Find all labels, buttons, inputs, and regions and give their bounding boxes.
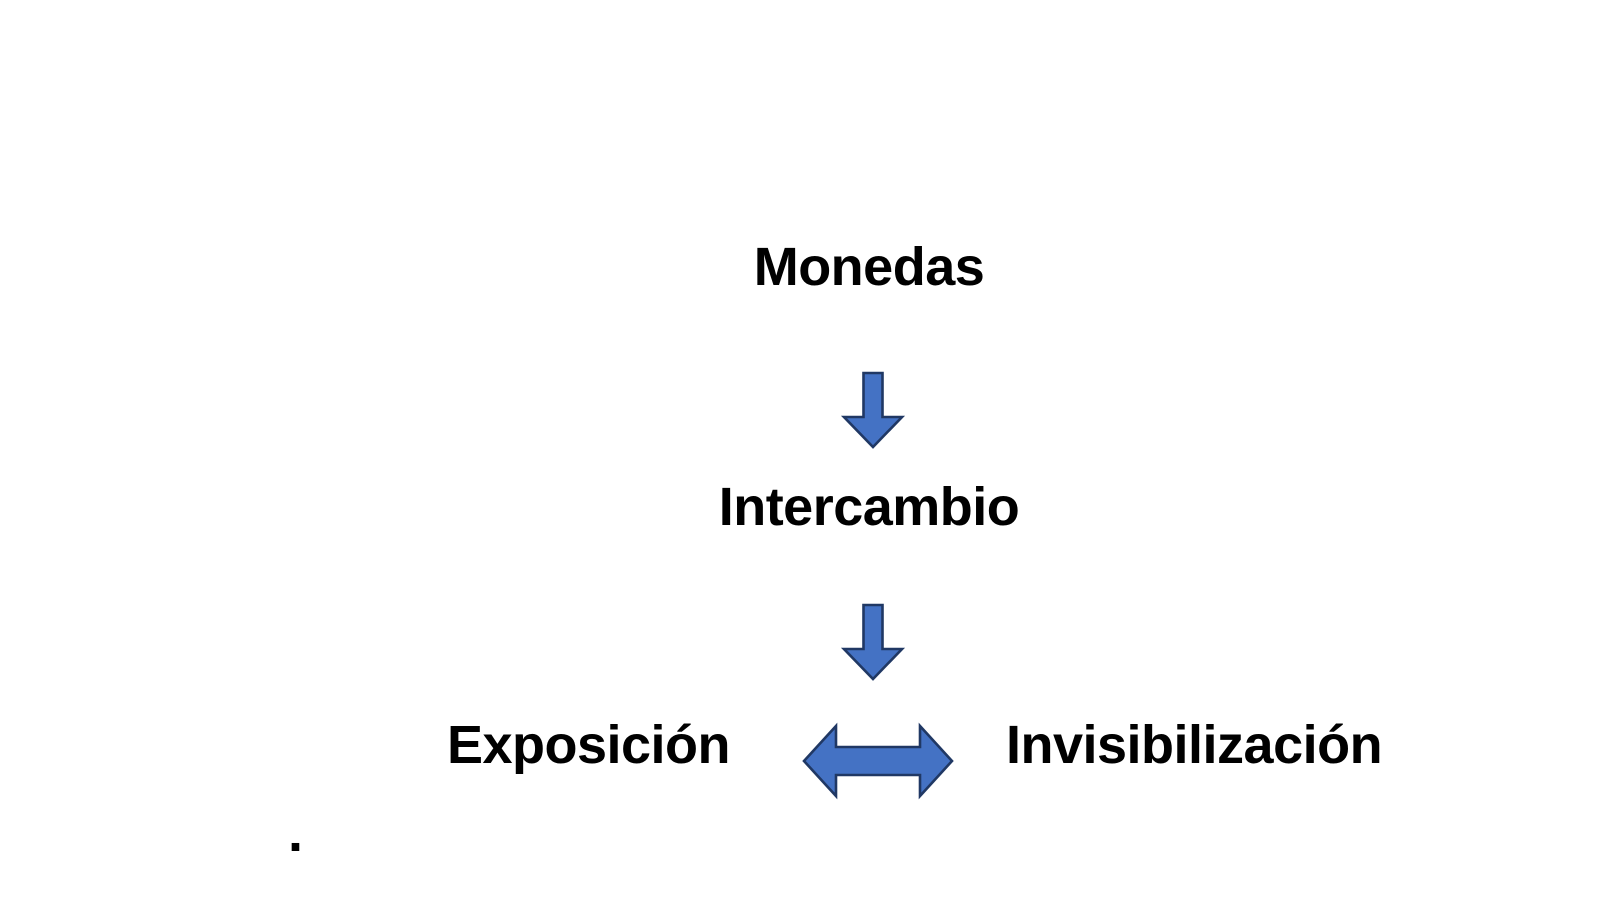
stray-period-mark: . [288, 803, 304, 863]
node-label-intercambio: Intercambio [718, 477, 1020, 537]
node-label-invisibilizacion: Invisibilización [1006, 715, 1383, 775]
arrow-down-2-shape [840, 603, 906, 681]
arrow-double-shape [802, 722, 954, 800]
arrow-down-icon [840, 603, 906, 681]
node-label-monedas: Monedas [753, 237, 985, 297]
node-label-exposicion: Exposición [446, 715, 731, 775]
arrow-down-icon [840, 371, 906, 449]
arrow-down-1-shape [840, 371, 906, 449]
arrow-left-right-icon [802, 722, 954, 800]
